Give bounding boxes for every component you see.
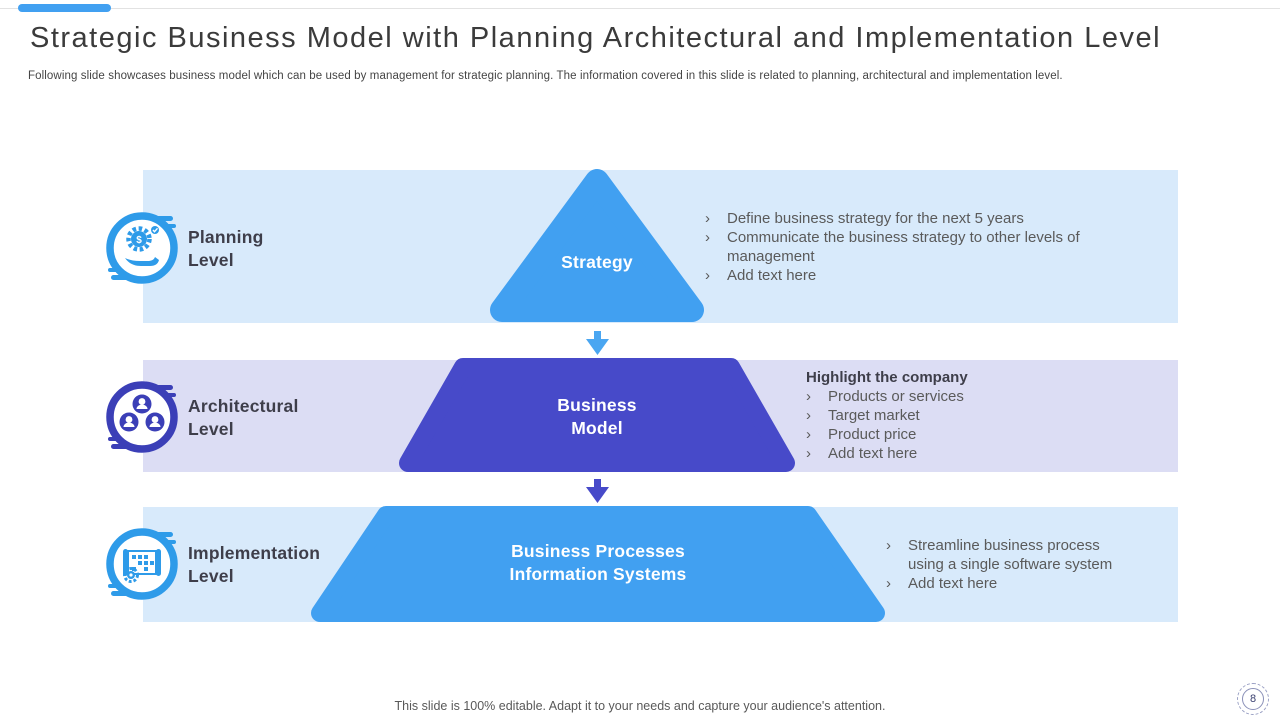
bullet-text: Products or services — [828, 388, 964, 406]
bullet-marker: › — [806, 407, 811, 425]
page-title: Strategic Business Model with Planning A… — [30, 22, 1162, 54]
list-item: › Target market — [806, 406, 1176, 425]
implementation-bullet-list: › Streamline business process using a si… — [886, 536, 1136, 593]
business-processes-shape-label: Business Processes Information Systems — [509, 541, 687, 585]
bullet-text: Add text here — [828, 445, 918, 463]
footer-note: This slide is 100% editable. Adapt it to… — [394, 699, 886, 713]
business-model-trapezoid — [397, 358, 797, 477]
architectural-level-label: Architectural Level — [188, 396, 299, 440]
bullet-text: Add text here — [908, 575, 998, 593]
list-item: › Add text here — [806, 444, 1176, 463]
architectural-bullet-list: Highlight the company › Products or serv… — [806, 368, 1176, 463]
list-item: › Add text here — [886, 574, 1136, 593]
planning-gear-dollar-hand-icon: $ — [102, 208, 182, 288]
list-item: › Product price — [806, 425, 1176, 444]
page-number-badge: 8 — [1237, 683, 1269, 715]
bullet-text: Add text here — [727, 267, 817, 285]
down-arrow-icon — [584, 478, 611, 504]
list-item: › Define business strategy for the next … — [705, 209, 1090, 228]
bullet-text: Streamline business process using a sing… — [908, 537, 1113, 574]
top-divider — [0, 8, 1280, 9]
bullet-marker: › — [705, 267, 710, 285]
bullet-marker: › — [705, 229, 710, 247]
down-arrow-icon — [584, 330, 611, 356]
business-processes-trapezoid — [308, 506, 888, 627]
list-item: › Add text here — [705, 266, 1090, 285]
strategy-shape-label: Strategy — [561, 252, 633, 272]
strategy-triangle — [486, 167, 708, 328]
team-users-icon — [102, 377, 182, 457]
page-number: 8 — [1242, 688, 1264, 710]
list-item: › Streamline business process using a si… — [886, 536, 1136, 574]
bullet-marker: › — [806, 426, 811, 444]
bullet-marker: › — [886, 575, 891, 593]
planning-level-label: Planning Level — [188, 227, 264, 271]
bullet-text: Define business strategy for the next 5 … — [727, 210, 1024, 227]
blueprint-gear-icon — [102, 524, 182, 604]
planning-bullet-list: › Define business strategy for the next … — [705, 209, 1090, 285]
bullet-text: Product price — [828, 426, 917, 444]
bullet-marker: › — [806, 388, 811, 406]
top-accent-bar — [18, 4, 111, 12]
bullet-text: Communicate the business strategy to oth… — [727, 229, 1080, 266]
bullet-list-heading: Highlight the company — [806, 369, 968, 386]
list-item: › Products or services — [806, 387, 1176, 406]
business-model-shape-label: Business Model — [557, 395, 637, 439]
bullet-marker: › — [886, 537, 891, 554]
bullet-text: Target market — [828, 407, 920, 425]
slide-subtitle: Following slide showcases business model… — [28, 70, 1063, 82]
bullet-marker: › — [705, 210, 710, 227]
implementation-level-label: Implementation Level — [188, 543, 321, 587]
bullet-marker: › — [806, 445, 811, 463]
list-item: › Communicate the business strategy to o… — [705, 228, 1090, 266]
dollar-sign: $ — [136, 235, 142, 246]
